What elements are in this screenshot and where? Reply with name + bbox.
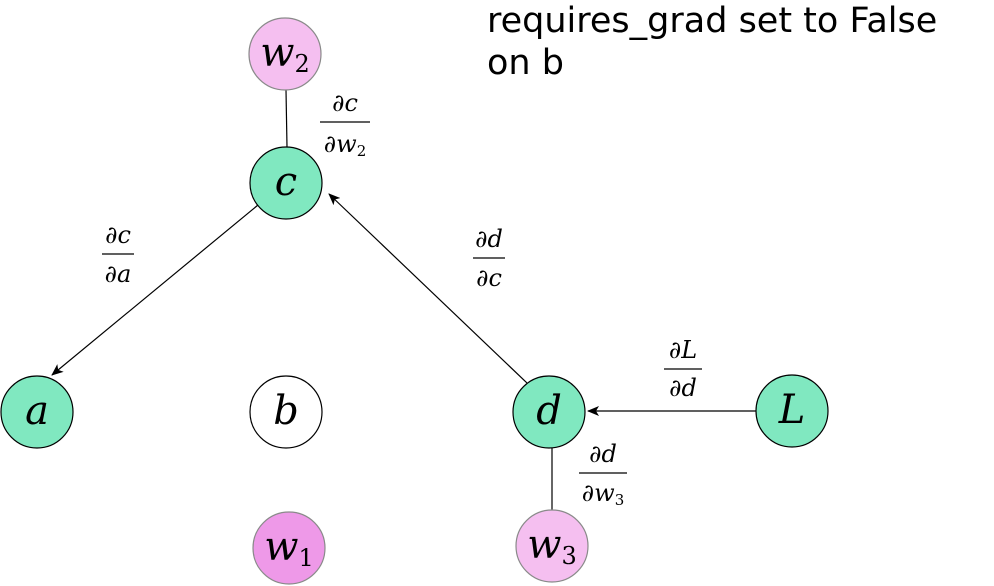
svg-text:∂d: ∂d (475, 225, 503, 253)
svg-text:∂d: ∂d (669, 374, 697, 402)
node-b: b (249, 375, 323, 449)
svg-text:c: c (275, 159, 297, 205)
svg-text:a: a (25, 388, 49, 434)
node-c: c (249, 146, 323, 220)
svg-text:d: d (536, 388, 562, 434)
node-w3: w3 (515, 509, 589, 583)
gradient-dL-dd: ∂L ∂d (664, 336, 702, 402)
svg-text:L: L (778, 387, 806, 433)
gradient-dd-dc: ∂d ∂c (473, 225, 505, 292)
svg-text:b: b (273, 388, 299, 434)
svg-text:w3: w3 (527, 522, 577, 570)
node-d: d (512, 375, 586, 449)
svg-text:∂w3: ∂w3 (582, 479, 625, 509)
edge-d-c-arrow (328, 193, 528, 384)
svg-text:∂w2: ∂w2 (324, 130, 367, 160)
svg-text:w2: w2 (260, 30, 310, 78)
svg-text:∂c: ∂c (105, 221, 131, 249)
node-L: L (755, 374, 829, 448)
node-w2: w2 (248, 17, 322, 91)
node-a: a (0, 375, 74, 449)
gradient-dd-dw3: ∂d ∂w3 (579, 440, 627, 509)
edge-w2-c (285, 89, 288, 148)
gradient-dc-dw2: ∂c ∂w2 (320, 89, 370, 160)
edge-c-a-arrow (51, 204, 259, 376)
svg-text:w1: w1 (264, 524, 314, 572)
svg-text:∂a: ∂a (105, 260, 132, 288)
caption-text: requires_grad set to False on b (487, 1, 938, 83)
svg-text:∂c: ∂c (476, 264, 502, 292)
svg-text:∂c: ∂c (332, 89, 358, 117)
node-w1: w1 (252, 511, 326, 585)
svg-text:∂L: ∂L (669, 336, 697, 364)
gradient-dc-da: ∂c ∂a (102, 221, 134, 288)
svg-text:∂d: ∂d (589, 440, 617, 468)
